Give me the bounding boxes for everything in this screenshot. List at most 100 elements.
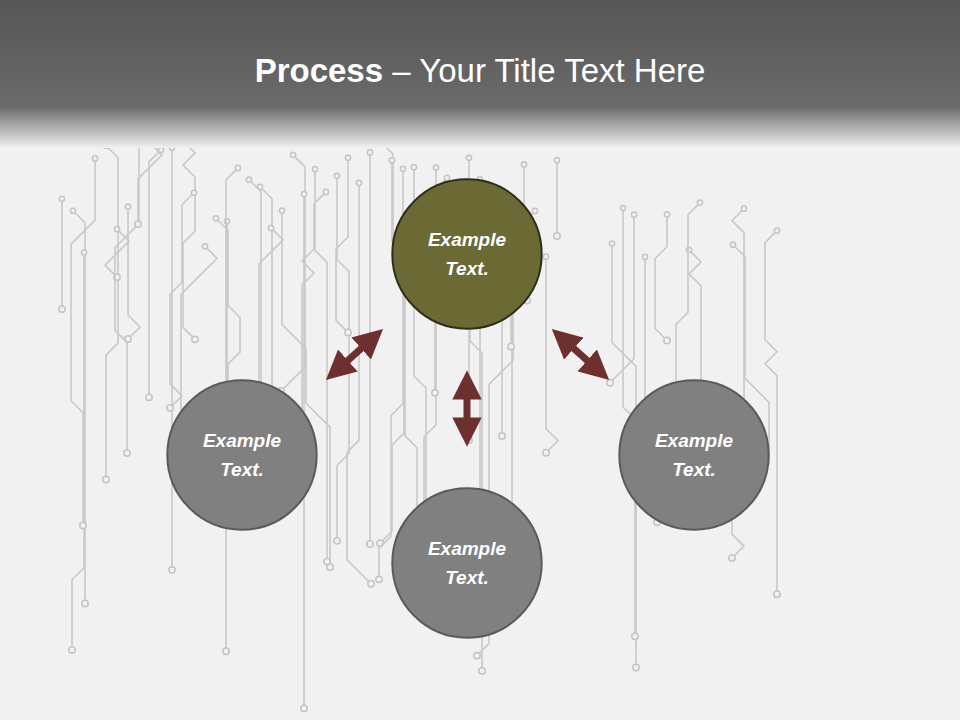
circuit-pad [664, 337, 670, 343]
circuit-trace [61, 199, 63, 309]
circle-outline [390, 177, 544, 331]
circuit-pad [632, 633, 638, 639]
circuit-pad [223, 648, 229, 654]
circuit-pad [466, 155, 471, 160]
circuit-pad [59, 196, 64, 201]
circuit-pad [543, 254, 548, 259]
circle-outline [390, 486, 544, 640]
circuit-pad [301, 191, 306, 196]
circuit-pad [389, 158, 394, 163]
circuit-pad [59, 306, 65, 312]
circuit-pad [367, 541, 373, 547]
circle-outline [165, 378, 319, 532]
circuit-pad [631, 212, 636, 217]
node-label: Example Text. [412, 534, 522, 592]
circuit-pad [324, 558, 330, 564]
circuit-pad [444, 175, 449, 180]
circuit-pad [729, 555, 735, 561]
circuit-trace [380, 160, 404, 543]
circuit-trace [336, 158, 348, 333]
circuit-pad [323, 189, 328, 194]
circuit-trace [149, 150, 161, 398]
circuit-trace [556, 160, 558, 236]
double-arrow [558, 335, 602, 374]
circuit-pad [376, 576, 382, 582]
circuit-pad [345, 155, 350, 160]
circuit-trace [610, 215, 634, 383]
circuit-pad [124, 450, 130, 456]
process-circle: Example Text. [165, 378, 319, 532]
circuit-pad [202, 244, 207, 249]
circuit-pad [686, 247, 691, 252]
circuit-pad [664, 212, 669, 217]
circuit-pad [532, 208, 537, 213]
node-label: Example Text. [187, 426, 297, 484]
circuit-pad [82, 600, 88, 606]
circuit-pad [368, 581, 374, 587]
circuit-pad [224, 219, 229, 224]
circuit-pad [290, 152, 295, 157]
circuit-pad [609, 241, 614, 246]
double-arrow [333, 335, 377, 374]
circuit-pad [774, 228, 779, 233]
circle-outline [617, 378, 771, 532]
circuit-pad [103, 476, 109, 482]
node-label: Example Text. [639, 426, 749, 484]
circuit-trace [170, 193, 194, 408]
circuit-pad [607, 380, 613, 386]
circuit-pad [433, 165, 438, 170]
circuit-pad [69, 647, 75, 653]
circuit-pad [114, 227, 119, 232]
circuit-trace [115, 141, 139, 453]
circuit-pad [356, 180, 361, 185]
circuit-pad [146, 394, 152, 400]
circuit-pad [543, 450, 549, 456]
circuit-pad [474, 652, 480, 658]
circuit-trace [315, 169, 327, 561]
circuit-pad [554, 158, 559, 163]
circuit-trace [106, 146, 118, 480]
circuit-pad [345, 329, 351, 335]
circuit-pad [499, 433, 505, 439]
circuit-pad [257, 184, 262, 189]
circuit-pad [125, 204, 130, 209]
circuit-trace [765, 231, 777, 595]
circuit-pad [312, 167, 317, 172]
circuit-pad [167, 405, 173, 411]
circuit-trace [347, 183, 371, 584]
circuit-pad [633, 664, 639, 670]
circuit-map [59, 138, 780, 711]
circuit-pad [411, 165, 416, 170]
circuit-pad [432, 390, 438, 396]
circuit-pad [80, 522, 86, 528]
circuit-pad [334, 538, 340, 544]
circuit-pad [521, 162, 526, 167]
circuit-trace [369, 152, 371, 544]
circuit-trace [689, 250, 701, 398]
circuit-pad [81, 250, 86, 255]
circuit-pad [135, 221, 141, 227]
circuit-pad [213, 216, 218, 221]
circuit-pad [479, 668, 485, 674]
circuit-pad [279, 208, 284, 213]
circuit-pad [235, 165, 240, 170]
circuit-trace [546, 257, 558, 453]
circuit-pad [268, 225, 273, 230]
circuit-pad [334, 173, 339, 178]
process-circle: Example Text. [617, 378, 771, 532]
circuit-pad [301, 705, 307, 711]
circuit-trace [138, 143, 162, 224]
circuit-pad [169, 567, 175, 573]
circuit-pad [642, 254, 647, 259]
circuit-trace [71, 158, 95, 525]
circuit-pad [70, 208, 75, 213]
node-label: Example Text. [412, 225, 522, 283]
circuit-pad [92, 156, 97, 161]
double-arrow [464, 379, 471, 438]
header-bar [0, 0, 960, 148]
circuit-pad [697, 200, 702, 205]
circuit-pad [400, 166, 405, 171]
circuit-trace [655, 214, 667, 340]
circuit-pad [191, 190, 196, 195]
